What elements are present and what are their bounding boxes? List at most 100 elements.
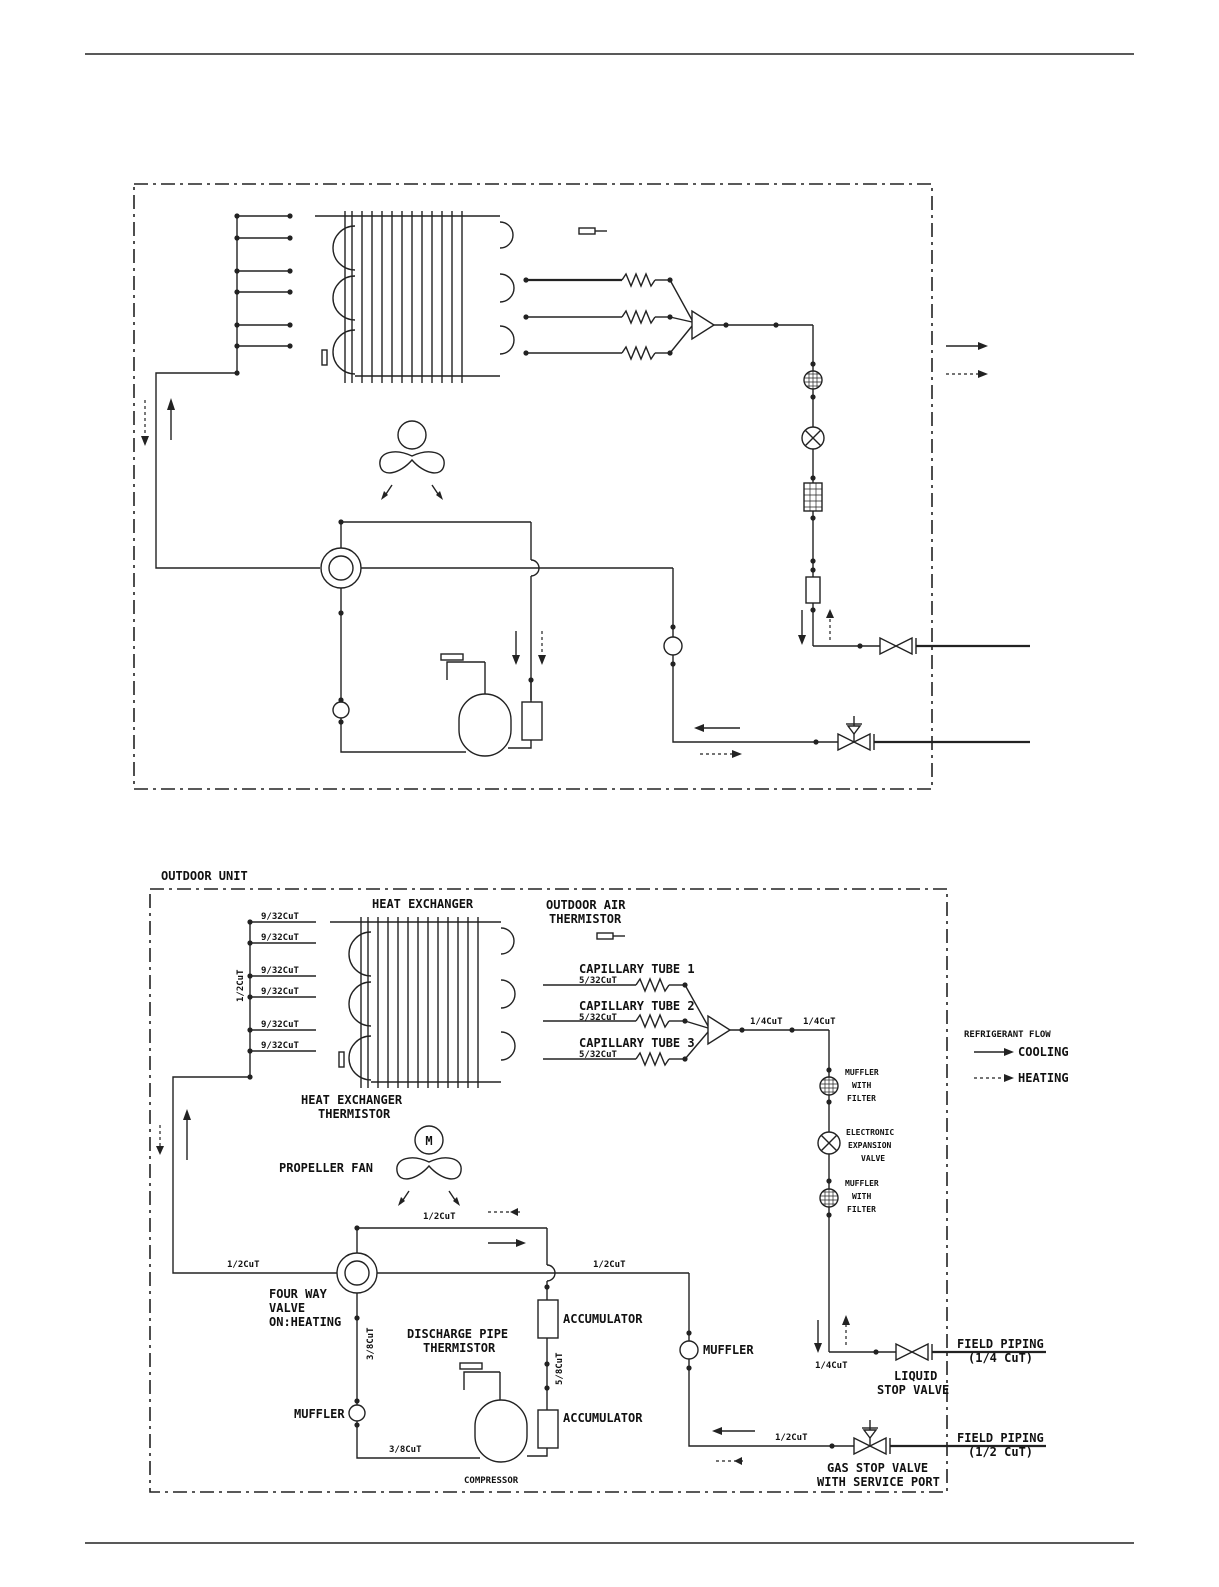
hx-thermistor-icon	[338, 1051, 345, 1068]
upper-unit-boundary	[133, 183, 933, 790]
capillary-tube-3-label: CAPILLARY TUBE 3	[579, 1036, 695, 1050]
accumulator-label: ACCUMULATOR	[563, 1411, 643, 1425]
upper-air-thermistor-icon	[578, 227, 607, 235]
accumulator-icon	[537, 1299, 559, 1339]
compressor-label: COMPRESSOR	[464, 1476, 519, 1486]
expansion-valve-label: EXPANSION	[848, 1141, 892, 1150]
capillary-tube-2-label: CAPILLARY TUBE 2	[579, 999, 695, 1013]
liquid-line	[814, 1030, 1046, 1362]
hx-thermistor-label: THERMISTOR	[318, 1107, 391, 1121]
outdoor-unit-boundary	[149, 888, 948, 1493]
compressor-icon	[474, 1399, 528, 1463]
legend-heating-label: HEATING	[1018, 1071, 1069, 1085]
pipe-size-label: 1/2CuT	[236, 969, 246, 1002]
propeller-fan-label: PROPELLER FAN	[279, 1161, 373, 1175]
pipe-size-label: 1/4CuT	[803, 1017, 836, 1027]
capillary-tube-1-label: CAPILLARY TUBE 1	[579, 962, 695, 976]
pipe-size-label: 3/8CuT	[389, 1445, 422, 1455]
upper-compressor-icon	[458, 693, 512, 757]
propeller-fan-icon: M	[396, 1125, 462, 1206]
fan-motor-label: M	[425, 1134, 432, 1148]
pipe-size-label: 9/32CuT	[261, 966, 300, 976]
four-way-valve-icon	[336, 1252, 378, 1294]
muffler-icon	[679, 1340, 699, 1360]
upper-header	[234, 213, 293, 376]
pipe-size-label: 9/32CuT	[261, 933, 300, 943]
four-way-valve-label: FOUR WAY	[269, 1287, 328, 1301]
upper-discharge-thermistor-icon	[440, 653, 464, 661]
gas-stop-valve-icon	[853, 1436, 872, 1456]
upper-gas-pipes	[141, 372, 1030, 758]
pipe-size-label: 9/32CuT	[261, 1041, 300, 1051]
pipe-size-label: 5/32CuT	[579, 1013, 618, 1023]
expansion-valve-label: ELECTRONIC	[846, 1128, 894, 1137]
muffler-icon	[348, 1404, 366, 1422]
liquid-stop-valve-icon	[895, 1342, 914, 1362]
accumulator-icon	[537, 1409, 559, 1449]
muffler-filter-label: MUFFLER	[845, 1179, 879, 1188]
legend-heating-arrow	[974, 1074, 1014, 1082]
field-piping-label: (1/4 CuT)	[968, 1351, 1033, 1365]
pipe-size-label: 1/2CuT	[423, 1212, 456, 1222]
muffler-label: MUFFLER	[703, 1343, 754, 1357]
lower-diagram: OUTDOOR UNIT 9/32CuT 9/32CuT 9/32CuT 9/3…	[149, 869, 1069, 1493]
upper-propeller-fan-icon	[379, 420, 445, 500]
upper-diagram	[133, 183, 1030, 790]
pipe-size-label: 9/32CuT	[261, 987, 300, 997]
pipe-size-label: 5/8CuT	[555, 1352, 565, 1385]
expansion-valve-label: VALVE	[861, 1154, 885, 1163]
muffler-filter-label: FILTER	[847, 1205, 876, 1214]
upper-four-way-valve-icon	[320, 547, 362, 589]
four-way-valve-label: ON:HEATING	[269, 1315, 341, 1329]
accumulator-label: ACCUMULATOR	[563, 1312, 643, 1326]
upper-hx-thermistor-icon	[321, 349, 328, 366]
liquid-stop-valve-label: LIQUID	[894, 1369, 937, 1383]
upper-heat-exchanger	[315, 211, 515, 383]
field-piping-label: FIELD PIPING	[957, 1337, 1044, 1351]
upper-legend-arrows	[946, 342, 988, 378]
pipe-size-label: 1/2CuT	[227, 1260, 260, 1270]
outdoor-unit-label: OUTDOOR UNIT	[161, 869, 248, 883]
gas-pipes	[156, 1076, 1046, 1465]
lower-heat-exchanger	[330, 917, 516, 1088]
discharge-thermistor-label: THERMISTOR	[423, 1341, 496, 1355]
upper-distributor-icon	[691, 309, 716, 341]
muffler-filter-label: FILTER	[847, 1094, 876, 1103]
gas-stop-valve-label: WITH SERVICE PORT	[817, 1475, 940, 1489]
pipe-size-label: 1/2CuT	[775, 1433, 808, 1443]
pipe-size-label: 9/32CuT	[261, 1020, 300, 1030]
liquid-stop-valve-label: STOP VALVE	[877, 1383, 949, 1397]
air-thermistor-label: OUTDOOR AIR	[546, 898, 626, 912]
upper-accumulator-icon	[521, 701, 543, 741]
pipe-size-label: 5/32CuT	[579, 976, 618, 986]
distributor-icon	[707, 1014, 732, 1046]
upper-capillary-tubes	[523, 272, 813, 361]
muffler-label: MUFFLER	[294, 1407, 345, 1421]
legend-cooling-label: COOLING	[1018, 1045, 1069, 1059]
lower-header	[247, 919, 316, 1080]
heat-exchanger-label: HEAT EXCHANGER	[372, 897, 474, 911]
muffler-filter-label: WITH	[852, 1192, 871, 1201]
capillary-tubes	[543, 977, 829, 1067]
field-piping-label: FIELD PIPING	[957, 1431, 1044, 1445]
discharge-thermistor-label: DISCHARGE PIPE	[407, 1327, 508, 1341]
refrigerant-flow-label: REFRIGERANT FLOW	[964, 1030, 1051, 1040]
pipe-size-label: 3/8CuT	[366, 1327, 376, 1360]
discharge-thermistor-icon	[459, 1362, 483, 1370]
gas-stop-valve-label: GAS STOP VALVE	[827, 1461, 928, 1475]
pipe-size-label: 1/4CuT	[815, 1361, 848, 1371]
pipe-size-label: 1/2CuT	[593, 1260, 626, 1270]
four-way-valve-label: VALVE	[269, 1301, 305, 1315]
air-thermistor-label: THERMISTOR	[549, 912, 622, 926]
legend-cooling-arrow	[974, 1048, 1014, 1056]
pipe-size-label: 5/32CuT	[579, 1050, 618, 1060]
upper-liquid-line	[801, 325, 1030, 656]
hx-thermistor-label: HEAT EXCHANGER	[301, 1093, 403, 1107]
pipe-size-label: 9/32CuT	[261, 912, 300, 922]
muffler-filter-label: MUFFLER	[845, 1068, 879, 1077]
muffler-filter-label: WITH	[852, 1081, 871, 1090]
pipe-size-label: 1/4CuT	[750, 1017, 783, 1027]
field-piping-label: (1/2 CuT)	[968, 1445, 1033, 1459]
air-thermistor-icon	[596, 932, 625, 940]
